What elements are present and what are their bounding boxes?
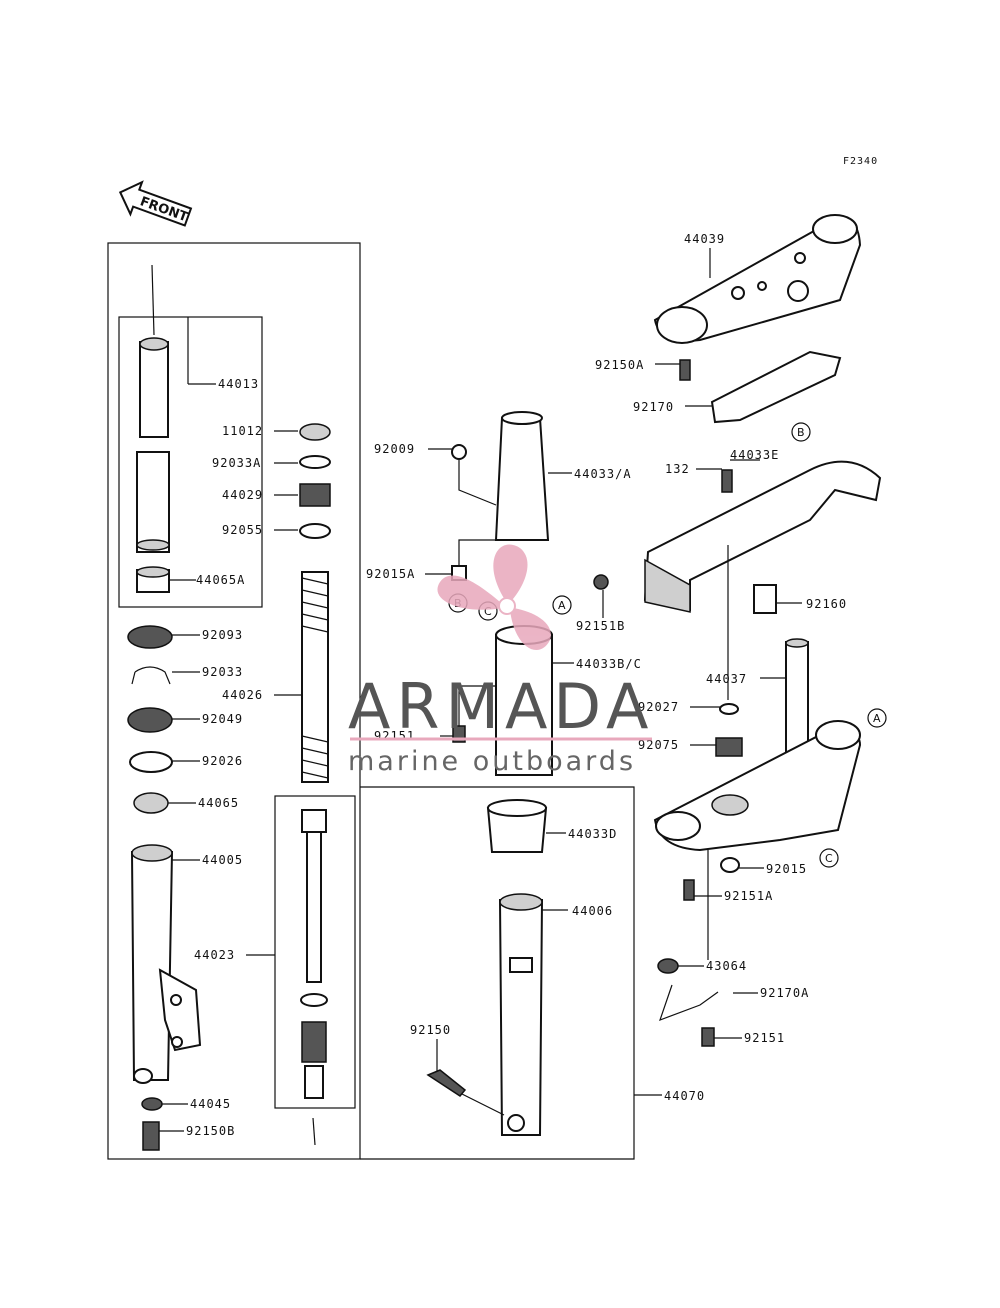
clamp-92170A-icon xyxy=(659,984,719,1022)
label-92150B: 92150B xyxy=(186,1124,235,1138)
label-11012: 11012 xyxy=(222,424,263,438)
oil-seal-icon xyxy=(127,707,173,733)
label-92151B: 92151B xyxy=(576,619,625,633)
propeller-logo-icon xyxy=(437,544,551,650)
label-92093: 92093 xyxy=(202,628,243,642)
bolt-92151B-icon xyxy=(593,574,609,590)
outer-tube-left-icon xyxy=(130,844,202,1084)
label-92009: 92009 xyxy=(374,442,415,456)
label-44013: 44013 xyxy=(218,377,259,391)
washer-icon xyxy=(129,751,173,773)
damper-rod-icon xyxy=(300,809,328,1146)
ref-b-marker-right xyxy=(791,422,811,442)
circlip-icon xyxy=(131,666,171,685)
nut-43064-icon xyxy=(657,958,679,974)
collar-92015-icon xyxy=(720,857,740,873)
front-arrow-icon: FRONT xyxy=(118,180,193,227)
upper-bracket-icon xyxy=(653,214,862,344)
label-92150A: 92150A xyxy=(595,358,644,372)
damper-92075-icon xyxy=(715,737,743,757)
fork-spring-icon xyxy=(301,571,329,783)
bolt-92150A-icon xyxy=(679,359,691,381)
label-44070: 44070 xyxy=(664,1089,705,1103)
ref-c-marker-right xyxy=(819,848,839,868)
upper-cover-icon xyxy=(494,417,550,541)
label-43064: 43064 xyxy=(706,959,747,973)
label-44039: 44039 xyxy=(684,232,725,246)
label-44005: 44005 xyxy=(202,853,243,867)
figure-code: F2340 xyxy=(843,156,878,167)
washer-92027-icon xyxy=(719,703,739,715)
bolt-132-icon xyxy=(721,469,733,493)
label-44033BC: 44033B/C xyxy=(576,657,642,671)
label-44033D: 44033D xyxy=(568,827,617,841)
left-assembly-box xyxy=(107,242,361,1160)
inner-tube-part-icon xyxy=(136,264,170,593)
damper-box xyxy=(274,795,356,1109)
svg-text:B: B xyxy=(797,426,805,439)
damper-rubber-92160-icon xyxy=(753,584,777,614)
screw-92009-icon xyxy=(451,444,467,460)
label-44006: 44006 xyxy=(572,904,613,918)
label-44026: 44026 xyxy=(222,688,263,702)
steering-stem-icon xyxy=(653,638,862,852)
watermark-tagline: marine outboards xyxy=(348,746,636,777)
label-92049: 92049 xyxy=(202,712,243,726)
outer-tube-right-icon xyxy=(498,893,544,1136)
oring-part-icon xyxy=(299,523,331,539)
bracket-92170-icon xyxy=(710,350,842,424)
dust-seal-icon xyxy=(127,625,173,649)
cap-part-icon xyxy=(299,423,331,441)
bolt-92150-icon xyxy=(426,1069,467,1097)
label-92033A: 92033A xyxy=(212,456,261,470)
ring-part-icon xyxy=(299,455,331,469)
gasket-icon xyxy=(141,1097,163,1111)
label-92151A: 92151A xyxy=(724,889,773,903)
label-92027: 92027 xyxy=(638,700,679,714)
label-44023: 44023 xyxy=(194,948,235,962)
bolt-92151A-icon xyxy=(683,879,695,901)
cover-bracket-44033E-icon xyxy=(643,460,882,613)
label-92150: 92150 xyxy=(410,1023,451,1037)
label-44033E: 44033E xyxy=(730,448,779,462)
spacer-part-icon xyxy=(299,483,331,507)
label-92151-right: 92151 xyxy=(744,1031,785,1045)
label-92075: 92075 xyxy=(638,738,679,752)
ref-a-marker-right xyxy=(867,708,887,728)
label-92160: 92160 xyxy=(806,597,847,611)
inner-tube-box xyxy=(118,316,263,608)
armada-watermark: ARMADA marine outboards xyxy=(348,544,654,777)
label-92015A: 92015A xyxy=(366,567,415,581)
label-132: 132 xyxy=(665,462,690,476)
right-fork-box xyxy=(360,786,635,1160)
label-92170: 92170 xyxy=(633,400,674,414)
label-92055: 92055 xyxy=(222,523,263,537)
bolt-92151-right-icon xyxy=(701,1027,715,1047)
label-44045: 44045 xyxy=(190,1097,231,1111)
label-92015: 92015 xyxy=(766,862,807,876)
svg-text:C: C xyxy=(825,852,833,865)
label-44065A: 44065A xyxy=(196,573,245,587)
bushing-icon xyxy=(133,792,169,814)
ref-a-marker-center xyxy=(552,595,572,615)
label-92026: 92026 xyxy=(202,754,243,768)
watermark-brand: ARMADA xyxy=(348,670,654,743)
bolt-bottom-icon xyxy=(142,1121,160,1151)
label-92033: 92033 xyxy=(202,665,243,679)
label-92170A: 92170A xyxy=(760,986,809,1000)
label-44033A: 44033/A xyxy=(574,467,632,481)
label-44065: 44065 xyxy=(198,796,239,810)
svg-text:A: A xyxy=(558,599,566,612)
svg-text:A: A xyxy=(873,712,881,725)
svg-text:C: C xyxy=(484,605,492,618)
label-44029: 44029 xyxy=(222,488,263,502)
label-44037: 44037 xyxy=(706,672,747,686)
